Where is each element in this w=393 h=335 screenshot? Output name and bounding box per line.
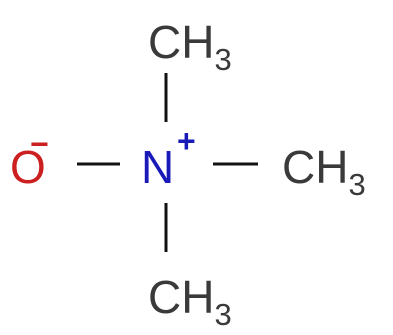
methyl-bottom-subscript: 3 bbox=[214, 297, 231, 332]
nitrogen-atom: N bbox=[141, 141, 174, 193]
methyl-top-subscript: 3 bbox=[214, 42, 231, 77]
methyl-right-subscript: 3 bbox=[348, 167, 365, 202]
methyl-right-label: CH3 bbox=[282, 141, 366, 202]
methyl-top-label: CH3 bbox=[148, 16, 232, 77]
oxygen-negative-charge: − bbox=[30, 126, 49, 162]
methyl-bottom-label: CH3 bbox=[148, 271, 232, 332]
nitrogen-positive-charge: + bbox=[177, 123, 196, 159]
oxygen-atom: O bbox=[10, 141, 46, 193]
